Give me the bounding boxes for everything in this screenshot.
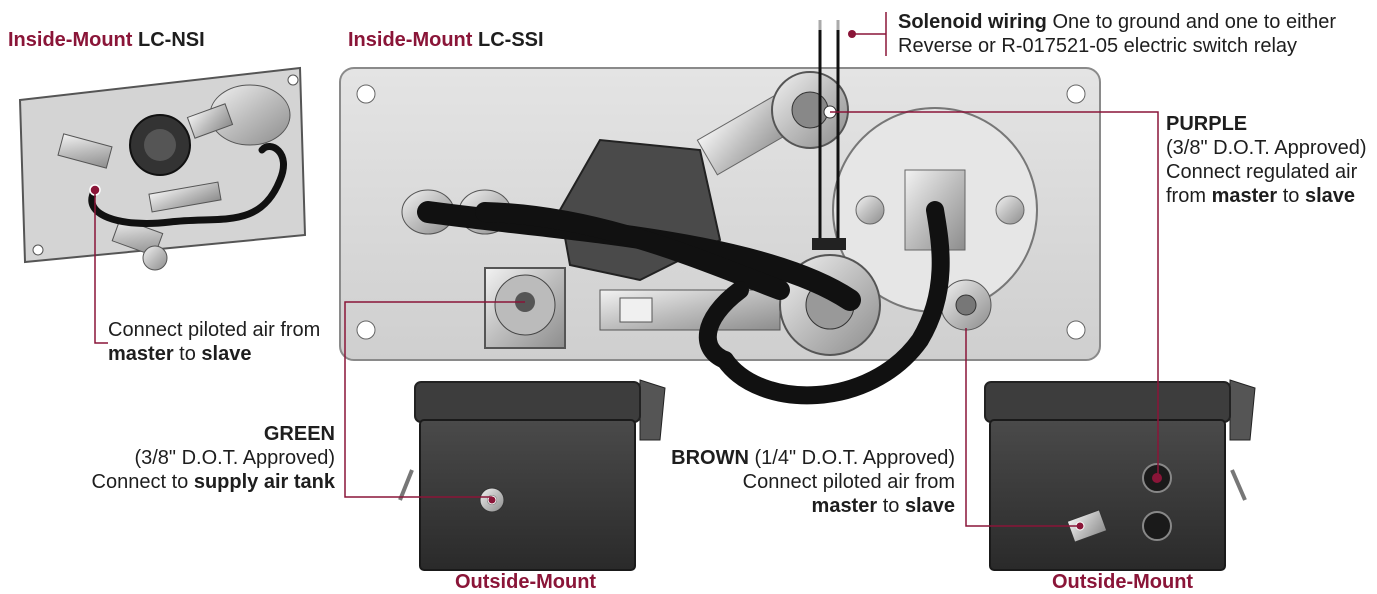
purple-heading: PURPLE [1166,113,1248,135]
purple-to: to [1277,185,1305,207]
outside-mount-left-housing [398,379,666,571]
lc-nsi-prefix: Inside-Mount [8,29,133,51]
nsi-piloted-line1: Connect piloted air from [108,319,321,341]
purple-leader [830,111,1159,478]
brown-callout: BROWN (1/4" D.O.T. Approved) Connect pil… [671,446,955,518]
brown-slave: slave [904,495,955,517]
lc-ssi-prefix: Inside-Mount [348,29,473,51]
nsi-slave: slave [201,343,252,365]
outside-mount-right-title: Outside-Mount [1052,571,1194,593]
lc-nsi-model: LC-NSI [138,29,205,51]
green-leader [344,301,525,498]
solenoid-line1: One to ground and one to either [1046,11,1336,33]
green-line2-pre: Connect to [91,471,194,493]
lc-nsi-assembly [18,66,307,271]
outside-mount-left-title: Outside-Mount [455,571,597,593]
green-heading: GREEN [263,423,335,445]
purple-line2: Connect regulated air [1166,161,1358,183]
purple-line1: (3/8" D.O.T. Approved) [1166,137,1367,159]
solenoid-heading: Solenoid wiring [898,11,1047,33]
lc-ssi-components [401,20,1038,405]
solenoid-callout: Solenoid wiring One to ground and one to… [898,10,1336,58]
brown-heading-rest: (1/4" D.O.T. Approved) [748,447,955,469]
purple-master: master [1211,185,1278,207]
solenoid-line2: Reverse or R-017521-05 electric switch r… [898,35,1298,57]
brown-to: to [877,495,905,517]
purple-callout: PURPLE (3/8" D.O.T. Approved) Connect re… [1166,112,1367,208]
lc-nsi-title: Inside-Mount LC-NSI [8,28,205,52]
purple-slave: slave [1304,185,1356,207]
callout-lines [94,12,1159,527]
brown-heading: BROWN [671,447,749,469]
green-supply-air-tank: supply air tank [193,471,335,493]
nsi-to: to [173,343,202,365]
brown-master: master [811,495,878,517]
lc-ssi-model: LC-SSI [478,29,544,51]
nsi-master: master [108,343,174,365]
brown-line1: Connect piloted air from [742,471,955,493]
purple-line3-pre: from [1166,185,1212,207]
lc-ssi-title: Inside-Mount LC-SSI [348,28,544,52]
green-line1: (3/8" D.O.T. Approved) [134,447,335,469]
nsi-piloted-callout: Connect piloted air from master to slave [108,318,320,366]
brown-leader [965,328,1080,527]
outside-mount-right-housing [984,379,1256,571]
nsi-piloted-leader [94,190,108,344]
green-callout: GREEN (3/8" D.O.T. Approved) Connect to … [92,422,335,494]
